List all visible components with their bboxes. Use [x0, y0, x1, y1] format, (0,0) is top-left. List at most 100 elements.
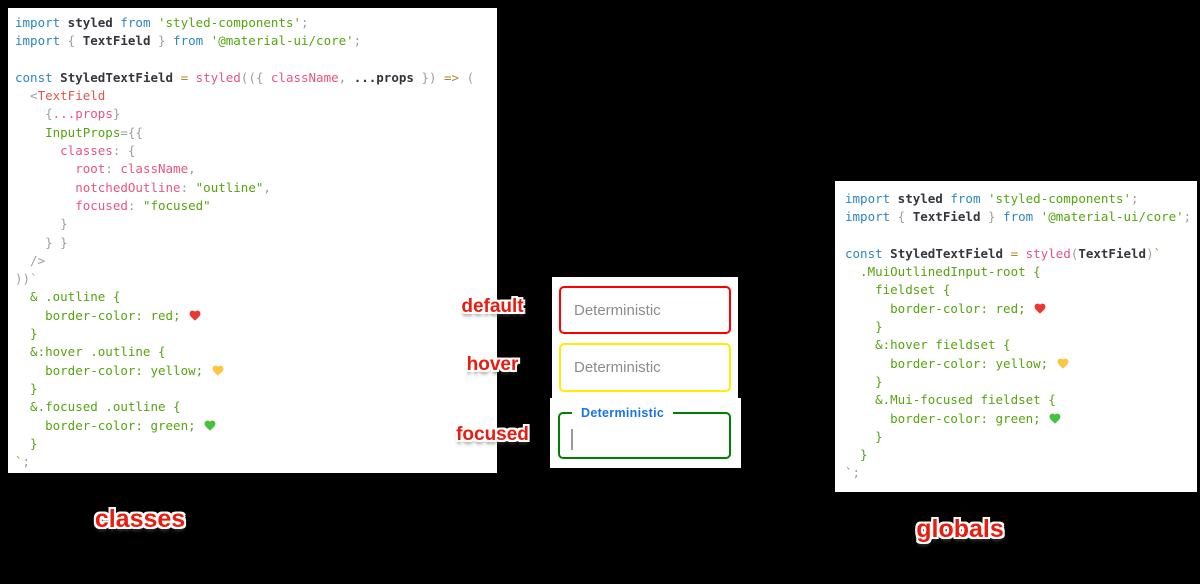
code-token: ) — [1146, 245, 1154, 261]
code-token: border-color: red; — [15, 307, 189, 323]
code-token: &:hover fieldset { — [845, 337, 1011, 353]
code-line: } — [845, 318, 1197, 336]
code-line: notchedOutline: "outline", — [15, 179, 497, 197]
code-line: classes: { — [15, 142, 497, 160]
code-token: : — [127, 197, 143, 213]
code-token: notchedOutline — [15, 179, 181, 195]
code-line: &.Mui-focused fieldset { — [845, 391, 1197, 409]
code-token: import — [15, 15, 61, 30]
code-line: } — [845, 373, 1197, 391]
code-token: } — [15, 380, 38, 396]
code-line: } } — [15, 234, 497, 252]
code-token: } — [845, 319, 883, 335]
annotation-default: default — [461, 296, 524, 317]
code-token: /> — [15, 252, 46, 268]
code-line: } — [15, 215, 497, 233]
code-token: from — [950, 191, 981, 206]
code-line: `; — [845, 464, 1197, 482]
code-token: InputProps — [15, 124, 121, 140]
code-token: : — [180, 179, 196, 195]
code-token: 'styled-components' — [980, 191, 1131, 206]
globals-code-panel: import styled from 'styled-components';i… — [835, 181, 1197, 492]
code-token: .MuiOutlinedInput-root { — [845, 264, 1041, 280]
code-token: border-color: green; — [15, 417, 204, 433]
code-line: border-color: green; — [15, 417, 497, 435]
code-token: "outline" — [195, 179, 264, 195]
text-cursor-caret — [571, 429, 573, 450]
code-token: styled — [1018, 245, 1071, 261]
code-token: , — [338, 69, 354, 85]
code-token: &.focused .outline { — [15, 399, 181, 415]
code-token: styled — [188, 69, 241, 85]
code-token: & .outline { — [15, 289, 121, 305]
code-token: = — [180, 69, 189, 85]
code-token: ` — [845, 465, 853, 481]
code-token: styled — [890, 191, 951, 206]
code-token: } — [980, 209, 1004, 225]
code-token: StyledTextField — [882, 245, 1011, 261]
code-token: } — [112, 106, 121, 122]
code-token: 'styled-components' — [150, 15, 301, 30]
code-line: } — [15, 435, 497, 453]
code-token: classes — [15, 143, 113, 159]
code-token: = — [1010, 245, 1019, 261]
code-line — [15, 51, 497, 69]
code-token: }) — [413, 69, 445, 85]
code-token: ...props — [353, 69, 414, 85]
code-line: & .outline { — [15, 288, 497, 306]
code-token: from — [173, 33, 204, 49]
code-token: const — [15, 69, 53, 85]
code-token: root — [15, 161, 106, 177]
textfield-hover[interactable]: Deterministic — [559, 343, 731, 392]
code-line: border-color: yellow; — [15, 362, 497, 380]
code-line: &:hover .outline { — [15, 343, 497, 361]
code-token: '@material-ui/core' — [203, 33, 354, 49]
code-token: } — [845, 447, 868, 463]
code-token: ; — [353, 33, 362, 49]
code-token: { — [15, 106, 53, 122]
code-token: border-color: red; — [845, 300, 1034, 316]
red-heart-icon — [1033, 302, 1047, 320]
code-token: from — [120, 15, 151, 30]
code-token: ` — [1153, 245, 1162, 261]
code-token: border-color: green; — [845, 410, 1049, 426]
code-token: } — [15, 216, 68, 232]
code-token: { — [60, 33, 83, 49]
code-line: focused: "focused" — [15, 197, 497, 215]
code-token: fieldset { — [845, 282, 951, 298]
code-line: const StyledTextField = styled(TextField… — [845, 245, 1197, 263]
code-token: } — [845, 428, 883, 444]
annotation-hover: hover — [466, 354, 519, 375]
code-line: <TextField — [15, 87, 497, 105]
code-line: fieldset { — [845, 281, 1197, 299]
textfield-focused[interactable]: Deterministic — [558, 404, 731, 459]
code-line: } — [15, 325, 497, 343]
code-token: TextField — [912, 209, 981, 225]
code-line: /> — [15, 252, 497, 270]
code-line: import styled from 'styled-components'; — [845, 190, 1197, 208]
code-token: import — [845, 191, 891, 206]
code-token: ; — [852, 465, 861, 481]
code-token: className — [270, 69, 339, 85]
code-line: InputProps={{ — [15, 124, 497, 142]
code-line: border-color: green; — [845, 410, 1197, 428]
code-line: .MuiOutlinedInput-root { — [845, 263, 1197, 281]
code-token: TextField — [82, 33, 151, 49]
code-line: } — [845, 428, 1197, 446]
code-token: ` — [15, 454, 23, 470]
code-token: ( — [1070, 245, 1079, 261]
code-token: ; — [301, 15, 309, 30]
code-line: import { TextField } from '@material-ui/… — [15, 32, 497, 50]
code-token: (({ — [240, 69, 271, 85]
code-token: ))` — [15, 271, 38, 287]
code-line: import styled from 'styled-components'; — [15, 14, 497, 32]
code-token: &.Mui-focused fieldset { — [845, 392, 1056, 408]
code-token: styled — [60, 15, 121, 30]
code-line: `; — [15, 453, 497, 471]
textfield-default[interactable]: Deterministic — [559, 286, 731, 334]
code-token: => — [444, 69, 460, 85]
classes-code-panel: import styled from 'styled-components';i… — [8, 8, 497, 473]
code-token: '@material-ui/core' — [1033, 209, 1184, 225]
code-token: import — [845, 209, 891, 225]
code-token: } — [15, 326, 38, 342]
